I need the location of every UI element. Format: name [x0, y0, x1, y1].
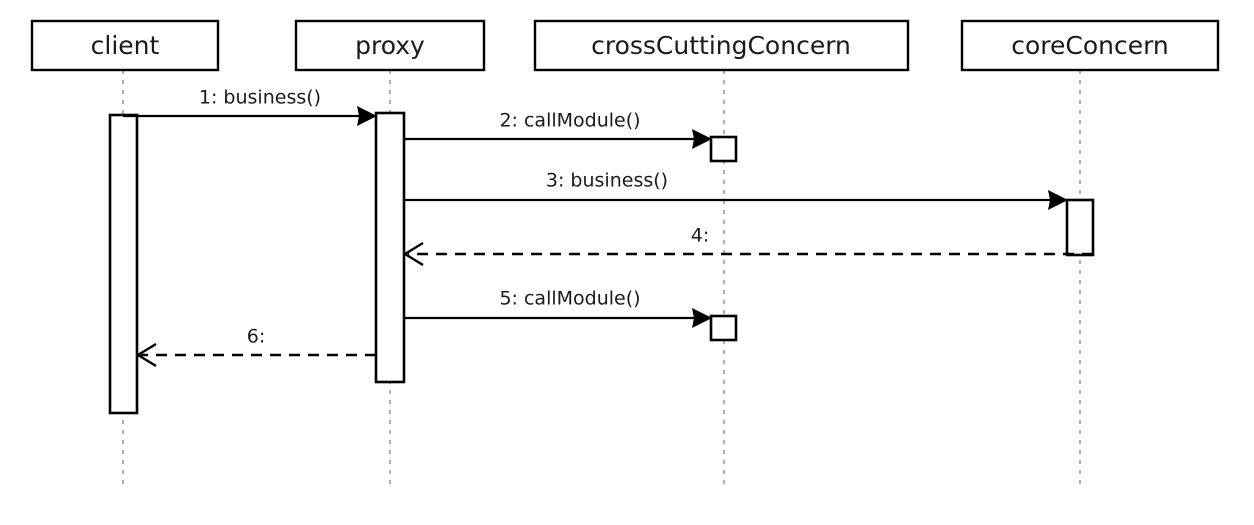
- message-2-arrowhead: [692, 129, 712, 149]
- participant-box-client[interactable]: [30, 19, 220, 72]
- participant-label-proxy: proxy: [355, 31, 425, 60]
- message-3-arrowhead: [1048, 190, 1068, 210]
- lifelines-group: [122, 70, 1081, 488]
- message-1-label: 1: business(): [199, 87, 321, 109]
- message-3-label: 3: business(): [546, 170, 668, 192]
- participant-headers-group: client proxy crossCuttingConcern coreCon…: [30, 19, 1220, 72]
- message-2-label: 2: callModule(): [499, 110, 640, 132]
- activation-bar-crosscuttingconcern-2[interactable]: [709, 314, 738, 342]
- activation-bars-group: [108, 111, 1095, 415]
- participant-box-proxy[interactable]: [294, 19, 486, 72]
- participant-box-crosscuttingconcern[interactable]: [533, 19, 910, 72]
- message-4[interactable]: 4:: [402, 225, 1093, 267]
- participant-box-coreconcern[interactable]: [960, 19, 1220, 72]
- message-1-arrowhead: [357, 106, 377, 126]
- message-5[interactable]: 5: callModule(): [404, 288, 712, 329]
- message-3[interactable]: 3: business(): [404, 170, 1068, 211]
- message-6-arrowhead: [135, 342, 157, 368]
- message-6-label: 6:: [247, 326, 266, 348]
- message-2[interactable]: 2: callModule(): [404, 110, 712, 150]
- activation-bar-coreconcern[interactable]: [1065, 198, 1095, 257]
- message-6[interactable]: 6:: [135, 326, 376, 368]
- message-4-label: 4:: [691, 225, 710, 247]
- activation-bar-client[interactable]: [108, 113, 139, 415]
- message-5-label: 5: callModule(): [499, 288, 640, 310]
- participant-label-crosscuttingconcern: crossCuttingConcern: [591, 31, 851, 60]
- message-5-arrowhead: [692, 308, 712, 328]
- participant-label-coreconcern: coreConcern: [1011, 31, 1169, 60]
- activation-bar-proxy[interactable]: [374, 111, 406, 384]
- message-4-arrowhead: [402, 241, 424, 267]
- message-1[interactable]: 1: business(): [123, 87, 377, 127]
- participant-label-client: client: [91, 31, 160, 60]
- activation-bar-crosscuttingconcern-1[interactable]: [709, 135, 738, 163]
